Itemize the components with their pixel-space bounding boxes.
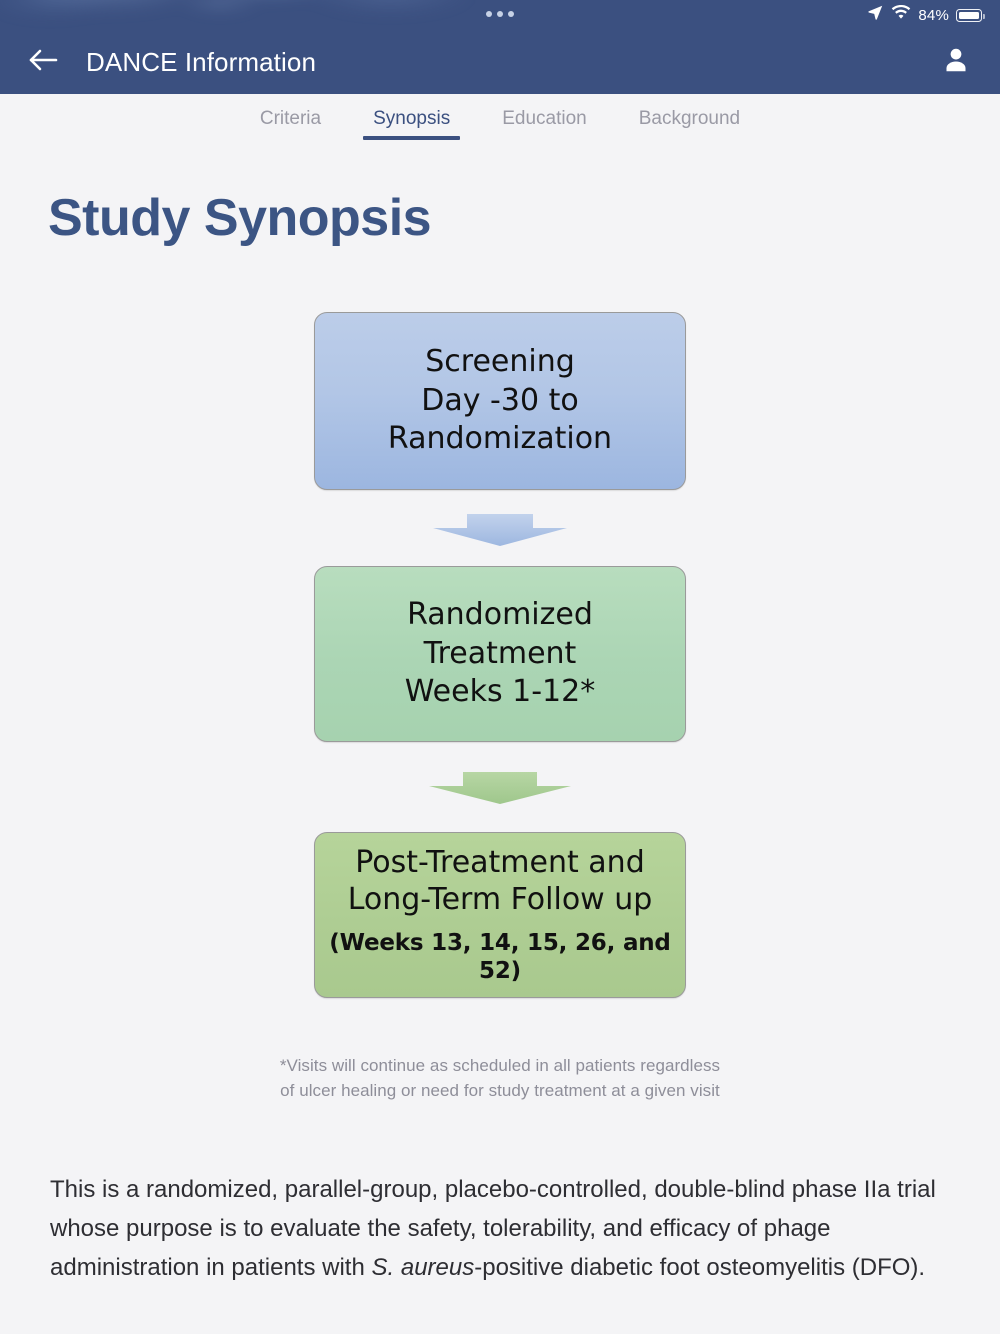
arrow-screening-to-treatment-icon [433, 514, 567, 546]
flow-step-line: Randomization [387, 421, 613, 457]
flow-step-line: Treatment [423, 635, 577, 671]
main-content[interactable]: Study Synopsis Screening Day -30 to Rand… [0, 188, 1000, 1334]
tab-education[interactable]: Education [502, 108, 587, 129]
person-icon [941, 45, 971, 80]
paragraph-italic-species: S. aureus [371, 1254, 475, 1282]
diagram-footnote-line-2: of ulcer healing or need for study treat… [280, 1080, 720, 1100]
flow-step-line: Long-Term Follow up [347, 882, 653, 918]
paragraph-part-2: -positive diabetic foot osteomyelitis (D… [474, 1254, 926, 1282]
status-bar: 84% [0, 0, 1000, 30]
flow-step-line: Day -30 to [421, 382, 579, 418]
back-button[interactable] [22, 41, 64, 83]
account-button[interactable] [934, 40, 978, 84]
tab-background[interactable]: Background [638, 108, 741, 129]
flow-step-randomized-treatment: Randomized Treatment Weeks 1-12* [314, 566, 686, 742]
diagram-footnote-line-1: *Visits will continue as scheduled in al… [279, 1056, 721, 1075]
battery-percent-label: 84% [918, 6, 949, 24]
arrow-treatment-to-followup-icon [429, 772, 571, 804]
flow-step-screening: Screening Day -30 to Randomization [314, 312, 686, 490]
flow-step-sublabel: (Weeks 13, 14, 15, 26, and 52) [329, 929, 671, 985]
tab-synopsis[interactable]: Synopsis [347, 106, 476, 140]
flow-step-line: Post-Treatment and [355, 845, 645, 881]
wifi-icon [891, 4, 911, 25]
flow-step-line: Screening [425, 344, 575, 380]
diagram-footnote: *Visits will continue as scheduled in al… [280, 1054, 720, 1103]
three-dots-icon [486, 11, 514, 17]
flow-step-line: Randomized [407, 597, 593, 633]
page-title: DANCE Information [86, 46, 316, 77]
battery-icon [956, 8, 985, 22]
flow-step-post-treatment-followup: Post-Treatment and Long-Term Follow up (… [314, 832, 686, 998]
tab-bar: Criteria Synopsis Education Background [0, 94, 1000, 150]
synopsis-paragraph: This is a randomized, parallel-group, pl… [50, 1171, 950, 1288]
app-header: DANCE Information [0, 30, 1000, 94]
study-flow-diagram: Screening Day -30 to Randomization Rando… [0, 312, 1000, 1103]
location-arrow-icon [867, 4, 884, 26]
status-bar-indicators: 84% [867, 0, 985, 30]
paragraph-part-1: This is a randomized, parallel-group, pl… [50, 1176, 936, 1282]
tab-criteria[interactable]: Criteria [259, 108, 322, 129]
section-heading: Study Synopsis [48, 189, 432, 247]
flow-step-line: Weeks 1-12* [404, 674, 596, 710]
back-arrow-icon [27, 47, 59, 78]
